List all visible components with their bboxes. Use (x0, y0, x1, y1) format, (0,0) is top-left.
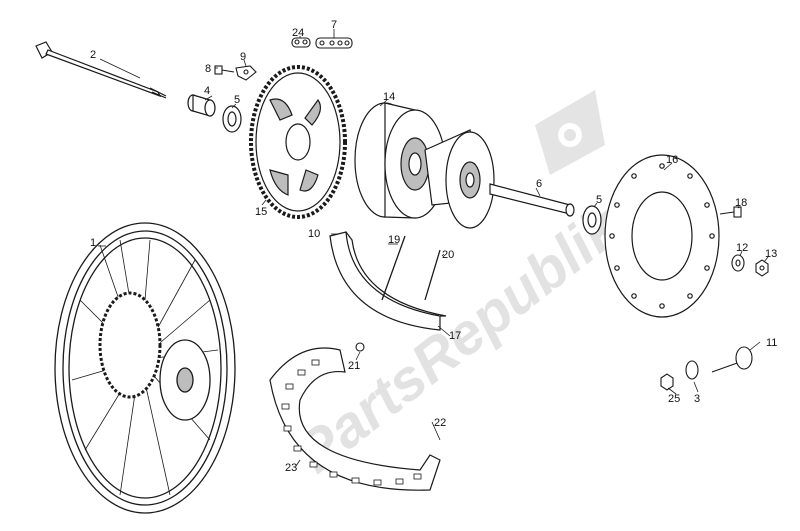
label-5-right: 5 (596, 194, 602, 206)
label-15: 15 (255, 206, 267, 218)
part-1-wheel (54, 222, 236, 514)
part-19-rod (381, 235, 406, 301)
label-7: 7 (331, 19, 337, 31)
label-2: 2 (90, 49, 96, 61)
part-21-nut (355, 342, 365, 352)
label-8: 8 (205, 63, 211, 75)
leader-lines (98, 29, 769, 467)
label-14: 14 (383, 91, 395, 103)
part-3-washer (685, 360, 699, 380)
part-10-chain-guide (329, 231, 447, 331)
label-3: 3 (694, 393, 700, 405)
label-19: 19 (388, 234, 400, 246)
label-18: 18 (735, 197, 747, 209)
label-4: 4 (204, 85, 210, 97)
label-16: 16 (666, 154, 678, 166)
label-5-left: 5 (234, 94, 240, 106)
hub-drum (424, 129, 495, 229)
label-22: 22 (434, 417, 446, 429)
label-9: 9 (240, 51, 246, 63)
label-13: 13 (765, 248, 777, 260)
part-5-bearing-left (222, 105, 242, 133)
part-4-spacer (187, 94, 216, 117)
label-21: 21 (348, 360, 360, 372)
label-20: 20 (442, 249, 454, 261)
watermark-logo (535, 90, 605, 175)
part-6-spindle (489, 183, 575, 217)
part-25-nut (660, 373, 674, 391)
part-14-hub-carrier (354, 102, 446, 219)
label-12: 12 (736, 242, 748, 254)
part-5-bearing-right (582, 205, 602, 235)
part-8-bolt (214, 65, 235, 75)
part-24-chain-link (291, 37, 311, 48)
label-1: 1 (90, 237, 96, 249)
label-11: 11 (766, 337, 777, 349)
part-16-brake-disc (604, 154, 720, 318)
part-7-chain-link (315, 37, 353, 49)
label-6: 6 (536, 178, 542, 190)
part-2-axle (35, 41, 167, 99)
part-23-tire (269, 347, 441, 491)
part-13-nut (755, 259, 769, 277)
label-24: 24 (292, 27, 304, 39)
part-18-screw (719, 206, 742, 218)
part-15-sprocket (249, 65, 347, 219)
label-10: 10 (308, 228, 320, 240)
part-9-lock-plate (235, 65, 257, 81)
label-17: 17 (449, 330, 461, 342)
part-20-rod (424, 249, 441, 301)
part-12-washer (731, 254, 745, 272)
part-labels: 2 4 5 8 9 24 7 14 15 6 5 16 18 12 13 10 … (90, 19, 777, 474)
label-25: 25 (668, 393, 680, 405)
part-11-bolt (711, 346, 753, 373)
label-23: 23 (285, 462, 297, 474)
